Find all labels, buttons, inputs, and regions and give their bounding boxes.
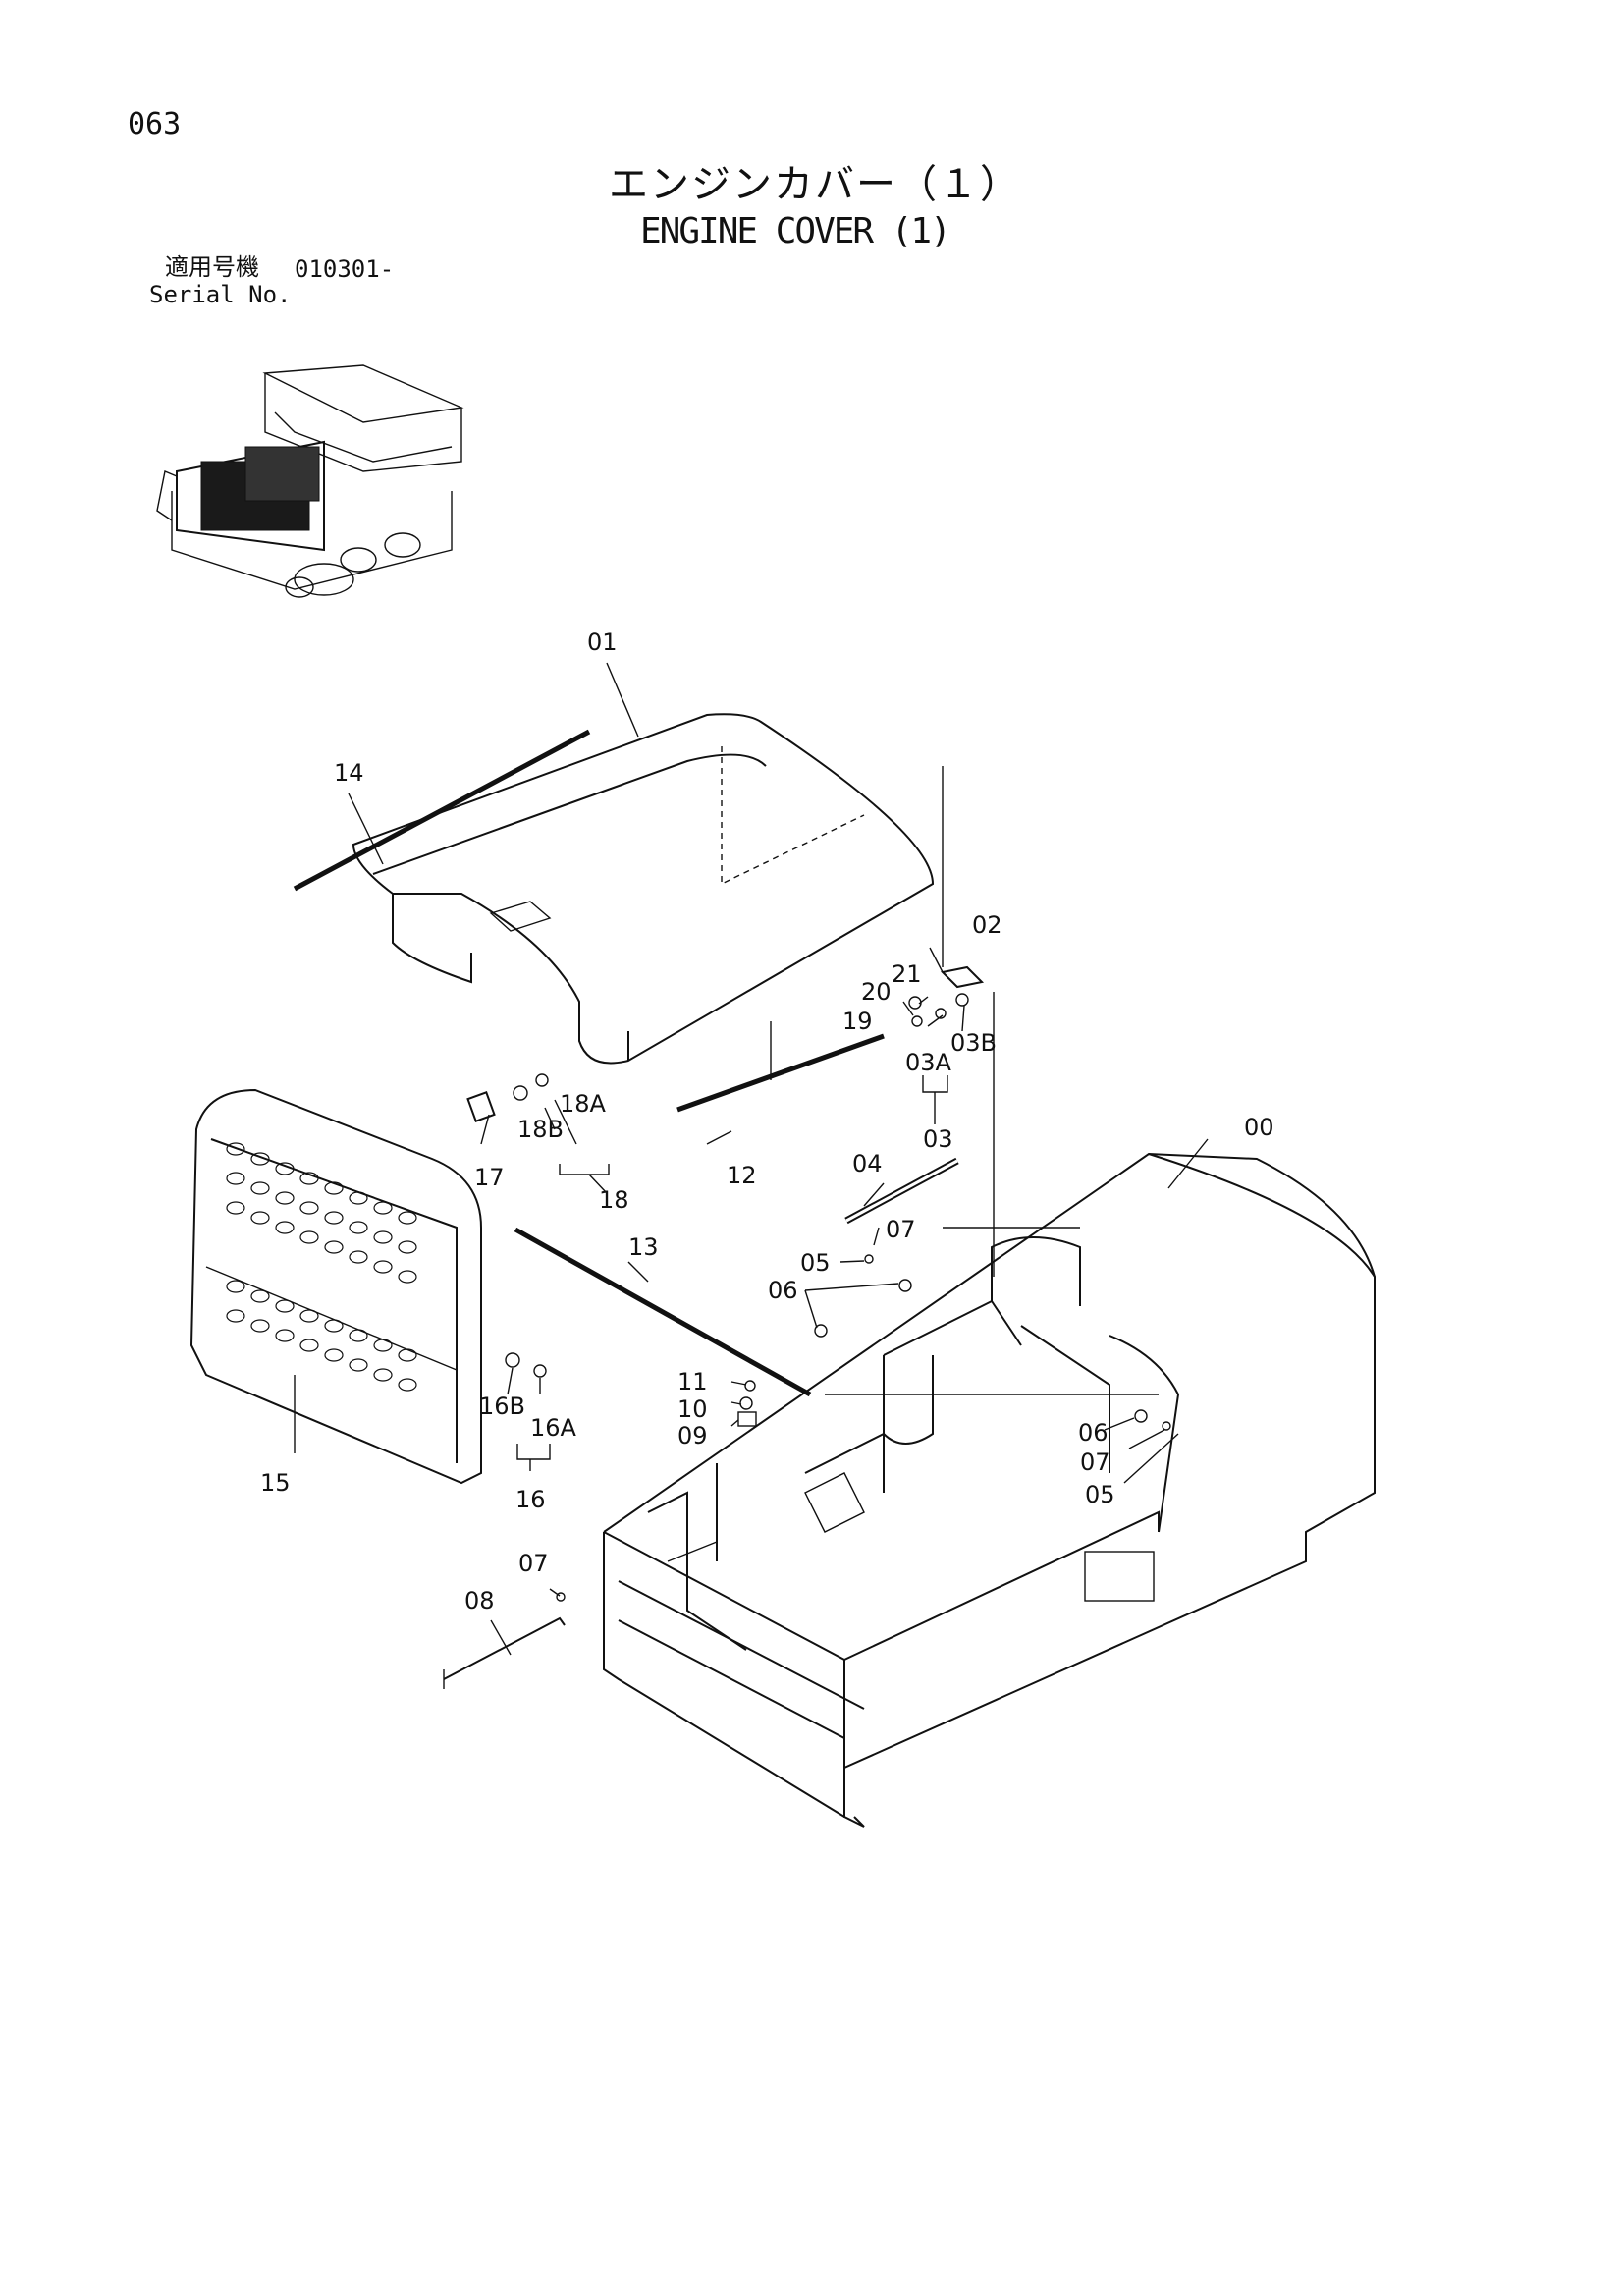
callout-06-b: 06 (1078, 1419, 1109, 1447)
machine-thumbnail (156, 364, 464, 598)
callout-07-c: 07 (518, 1550, 549, 1577)
callout-18A: 18A (560, 1090, 607, 1118)
callout-09: 09 (677, 1422, 708, 1449)
callout-07-a: 07 (886, 1216, 916, 1243)
callout-17: 17 (474, 1164, 505, 1191)
title-english: ENGINE COVER (1) (640, 211, 951, 251)
serial-label-japanese: 適用号機 (165, 253, 259, 281)
callout-03: 03 (923, 1125, 953, 1153)
callout-13: 13 (628, 1233, 659, 1261)
engine-frame-housing (603, 1152, 1376, 1828)
serial-number-value: 010301- (295, 255, 395, 283)
serial-label-english: Serial No. (149, 281, 292, 308)
callout-02: 02 (972, 911, 1002, 939)
callout-16B: 16B (479, 1393, 525, 1420)
callout-06-a: 06 (768, 1277, 798, 1304)
callout-01: 01 (587, 629, 618, 656)
hardware-parts (466, 965, 1171, 1602)
callout-05-b: 05 (1085, 1481, 1115, 1508)
callout-07-b: 07 (1080, 1449, 1110, 1476)
prop-rod-08 (443, 1616, 566, 1689)
engine-cover-hood (352, 713, 935, 1080)
grille-panel (189, 1088, 482, 1485)
callout-20: 20 (861, 978, 892, 1006)
callout-05-a: 05 (800, 1249, 831, 1277)
page-number: 063 (128, 107, 182, 141)
callout-04: 04 (852, 1150, 883, 1177)
callout-18B: 18B (517, 1116, 564, 1143)
callout-11: 11 (677, 1368, 708, 1395)
callout-21: 21 (892, 960, 922, 988)
callout-00: 00 (1244, 1114, 1274, 1141)
callout-18: 18 (599, 1186, 629, 1214)
callout-03B: 03B (950, 1029, 997, 1057)
callout-08: 08 (464, 1587, 495, 1614)
title-japanese: エンジンカバー（１） (609, 162, 1021, 207)
seal-strip-12 (676, 1033, 885, 1113)
gas-spring-04 (844, 1157, 959, 1225)
seal-strip-13 (514, 1227, 812, 1397)
callout-19: 19 (842, 1008, 873, 1035)
callout-03A: 03A (905, 1049, 952, 1076)
callout-10: 10 (677, 1395, 708, 1423)
callout-15: 15 (260, 1469, 291, 1497)
leader-lines (294, 662, 1209, 1656)
callout-12: 12 (727, 1162, 757, 1189)
callout-16A: 16A (530, 1414, 577, 1442)
callout-labels: 01 14 02 21 20 19 03B 03A 03 00 04 12 18… (260, 629, 1274, 1614)
callout-16: 16 (515, 1486, 546, 1513)
callout-14: 14 (334, 759, 364, 787)
seal-strip-14 (293, 729, 591, 892)
